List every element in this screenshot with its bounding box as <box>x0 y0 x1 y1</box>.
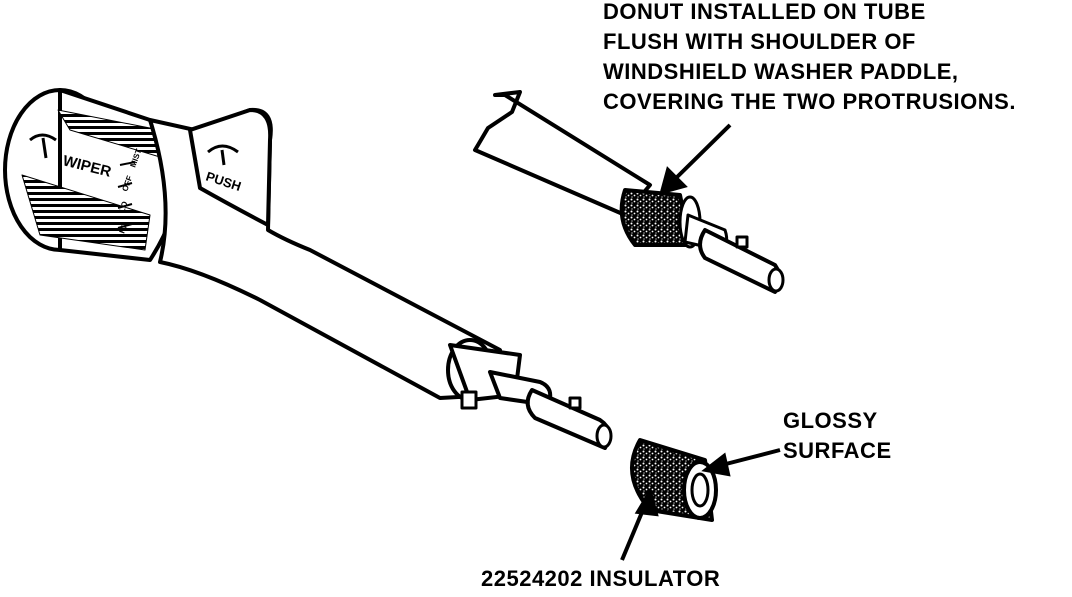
tube-pin-nub <box>735 235 749 249</box>
installed-donut <box>619 188 692 247</box>
wiper-switch-lever <box>3 88 613 450</box>
knob-position-marks <box>117 161 136 229</box>
arrow-donut-head <box>659 166 688 195</box>
lever-tab <box>460 390 478 410</box>
tube-inset <box>473 90 785 294</box>
donut-installed-callout: DONUT INSTALLED ON TUBE FLUSH WITH SHOUL… <box>603 0 1016 117</box>
lever-pin-nub <box>568 396 582 410</box>
insulator-part-callout: 22524202 INSULATOR <box>481 564 720 594</box>
callout-line: COVERING THE TWO PROTRUSIONS. <box>603 89 1016 114</box>
knob-pos-lo: LO <box>117 200 129 214</box>
washer-icon <box>207 144 239 166</box>
glossy-surface-callout: GLOSSY SURFACE <box>783 406 892 466</box>
callout-line: GLOSSY <box>783 408 878 433</box>
knob-pos-hi: HI <box>117 224 128 235</box>
callout-line: WINDSHIELD WASHER PADDLE, <box>603 59 959 84</box>
callout-arrows <box>620 123 781 561</box>
insulator-bore-inner <box>690 472 710 508</box>
tube-pin-tip <box>767 267 785 293</box>
wiper-icon <box>29 133 57 159</box>
arrow-glossy-head <box>701 452 731 477</box>
callout-line: 22524202 INSULATOR <box>481 566 721 591</box>
arrow-insulator-head <box>634 486 659 517</box>
lever-pin-tip <box>595 423 613 449</box>
callout-line: FLUSH WITH SHOULDER OF <box>603 29 916 54</box>
callout-line: SURFACE <box>783 438 892 463</box>
callout-line: DONUT INSTALLED ON TUBE <box>603 0 926 24</box>
tube-body <box>473 90 652 217</box>
knob-knurl-bottom <box>21 174 151 251</box>
washer-paddle <box>188 108 273 227</box>
